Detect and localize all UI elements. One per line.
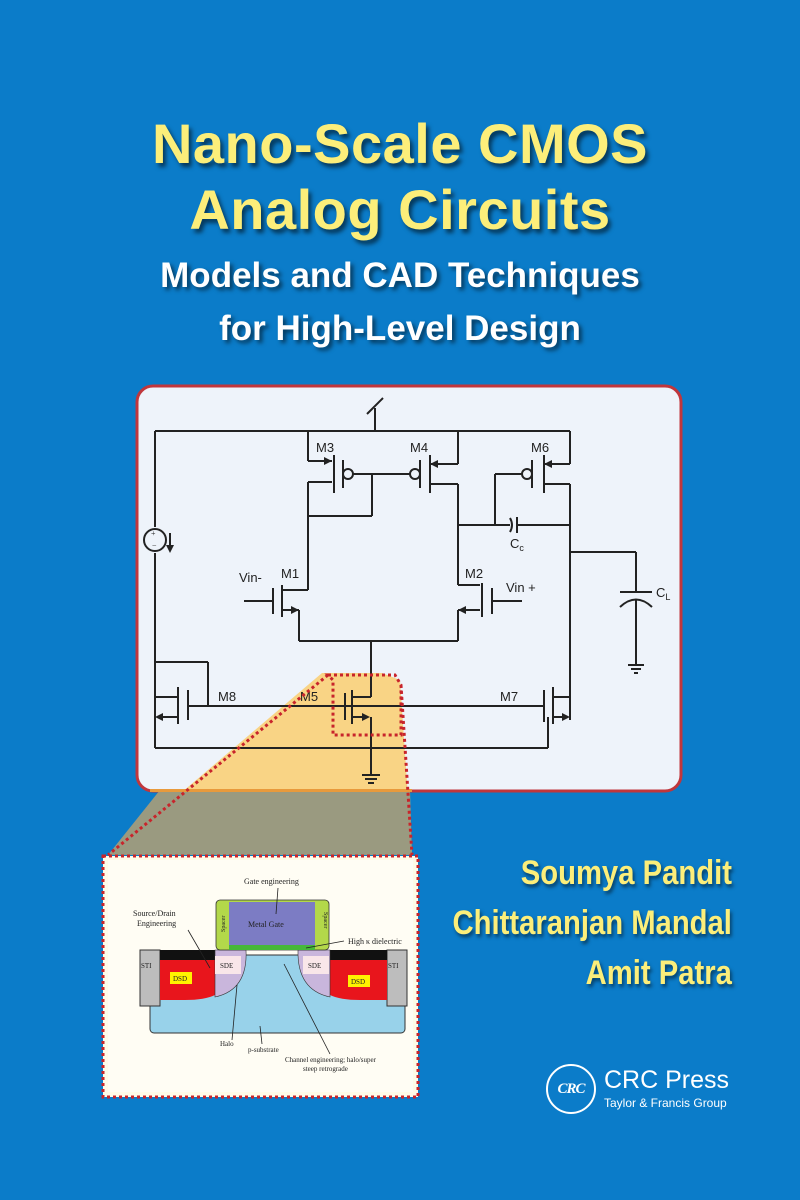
svg-text:SDE: SDE bbox=[220, 962, 233, 970]
circuit-arrows bbox=[155, 457, 570, 721]
svg-text:STI: STI bbox=[141, 962, 152, 970]
book-title-line2: Analog Circuits bbox=[189, 178, 611, 241]
label-m3: M3 bbox=[316, 440, 334, 455]
publisher-name: CRC Press bbox=[604, 1066, 730, 1094]
svg-text:Halo: Halo bbox=[220, 1040, 234, 1048]
circuit-wires bbox=[143, 397, 653, 784]
svg-text:SDE: SDE bbox=[308, 962, 321, 970]
label-m5: M5 bbox=[300, 689, 318, 704]
crc-logo-icon: CRC bbox=[546, 1064, 596, 1114]
label-cl: CL bbox=[656, 585, 670, 602]
book-title-line1: Nano-Scale CMOS bbox=[151, 112, 649, 175]
label-vin-minus: Vin- bbox=[239, 570, 262, 585]
cross-section-diagram: SDE SDE DSD DSD STI STI Metal Gate Space… bbox=[133, 877, 408, 1073]
label-m2: M2 bbox=[465, 566, 483, 581]
author-3: Amit Patra bbox=[585, 954, 732, 992]
svg-text:High κ dielectric: High κ dielectric bbox=[348, 937, 402, 946]
svg-text:−: − bbox=[152, 541, 157, 550]
label-m8: M8 bbox=[218, 689, 236, 704]
circuit-panel bbox=[135, 384, 683, 793]
svg-text:Spacer: Spacer bbox=[221, 916, 227, 932]
authors-block: Soumya Pandit Chittaranjan Mandal Amit P… bbox=[453, 848, 732, 998]
label-m4: M4 bbox=[410, 440, 428, 455]
author-2: Chittaranjan Mandal bbox=[452, 904, 732, 942]
svg-text:STI: STI bbox=[388, 962, 399, 970]
svg-text:DSD: DSD bbox=[173, 975, 187, 983]
label-m6: M6 bbox=[531, 440, 549, 455]
label-cc: Cc bbox=[510, 536, 524, 553]
book-subtitle-line2: for High-Level Design bbox=[219, 309, 581, 348]
svg-text:+: + bbox=[151, 529, 156, 538]
svg-text:Source/Drain: Source/Drain bbox=[133, 909, 176, 918]
svg-text:p-substrate: p-substrate bbox=[248, 1046, 279, 1054]
author-1: Soumya Pandit bbox=[520, 854, 732, 892]
svg-text:steep retrograde: steep retrograde bbox=[303, 1065, 348, 1073]
label-vin-plus: Vin + bbox=[506, 580, 536, 595]
svg-text:Spacer: Spacer bbox=[322, 912, 328, 928]
svg-text:DSD: DSD bbox=[351, 978, 365, 986]
publisher-logo: CRC CRC Press Taylor & Francis Group bbox=[546, 1064, 746, 1124]
svg-text:Metal Gate: Metal Gate bbox=[248, 920, 284, 929]
svg-text:Gate engineering: Gate engineering bbox=[244, 877, 299, 886]
zoom-shadow bbox=[108, 790, 412, 855]
label-m1: M1 bbox=[281, 566, 299, 581]
label-m7: M7 bbox=[500, 689, 518, 704]
publisher-group: Taylor & Francis Group bbox=[604, 1096, 727, 1110]
svg-text:Engineering: Engineering bbox=[137, 919, 176, 928]
book-subtitle-line1: Models and CAD Techniques bbox=[160, 256, 640, 295]
svg-text:Channel engineering; halo/supe: Channel engineering; halo/super bbox=[285, 1056, 377, 1064]
